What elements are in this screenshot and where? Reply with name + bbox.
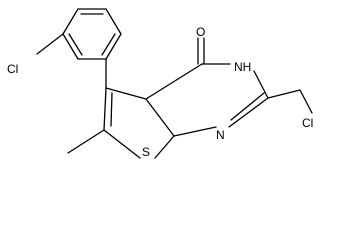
nitrogen-label: N <box>216 128 225 142</box>
chlorophenyl-ring <box>62 8 122 60</box>
chlorine-label-phenyl: Cl <box>7 62 18 76</box>
thiophene-ring <box>103 87 175 159</box>
chlorine-label-methyl: Cl <box>302 116 313 130</box>
methyl-bond <box>67 129 105 154</box>
chloromethyl-cl-bond <box>299 89 313 114</box>
chloro-bond <box>36 33 64 55</box>
oxygen-label: O <box>196 25 205 39</box>
chemical-structure: Cl O NH N S Cl <box>7 8 313 159</box>
chloromethyl-bond <box>267 89 301 99</box>
nh-label: NH <box>234 60 251 74</box>
sulfur-label: S <box>142 145 150 159</box>
pyrimidinone-ring <box>145 63 269 137</box>
